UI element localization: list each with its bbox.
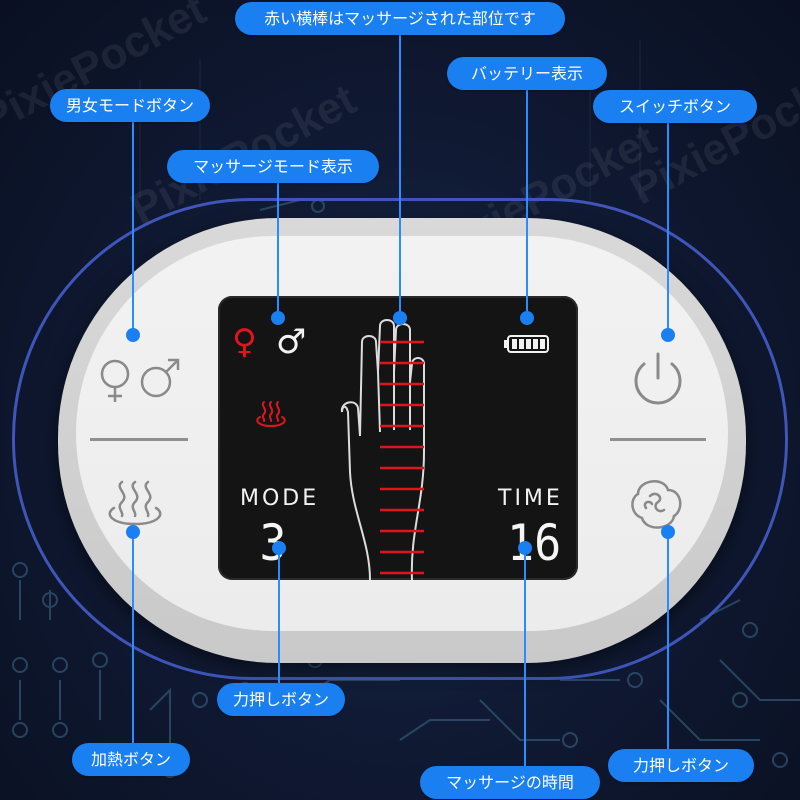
leader-line [526,90,528,318]
callout-strength-button-left: 力押しボタン [217,683,345,716]
right-divider [610,438,706,441]
gender-mode-button[interactable] [96,356,186,406]
female-symbol: ♀ [232,322,257,362]
callout-massage-time: マッサージの時間 [420,766,600,799]
callout-switch-button: スイッチボタン [593,90,757,123]
male-symbol: ♂ [276,322,307,362]
callout-red-bars: 赤い横棒はマッサージされた部位です [235,2,565,35]
power-icon [634,352,682,405]
time-label: TIME [498,486,563,511]
watermark: PixiePocket [0,0,214,145]
pointer-dot [272,541,286,555]
left-divider [90,438,188,441]
callout-strength-button-right: 力押しボタン [608,749,754,782]
heat-button[interactable] [104,478,166,528]
heat-steam-icon [108,480,162,526]
pointer-dot [271,311,285,325]
leader-line [277,182,279,319]
pointer-dot [518,541,532,555]
hand-outline-icon [340,319,425,580]
callout-heat-button: 加熱ボタン [72,743,190,776]
pointer-dot [126,328,140,342]
heat-indicator-icon [256,401,286,428]
callout-battery-display: バッテリー表示 [447,57,607,90]
leader-line [524,548,526,766]
power-switch-button[interactable] [630,350,686,410]
leader-line [399,33,401,318]
leader-line [667,121,669,335]
strength-button[interactable] [628,474,686,532]
lcd-screen: ♀ ♂ [218,296,578,580]
leader-line [278,548,280,684]
pointer-dot [520,311,534,325]
pointer-dot [661,525,675,539]
leader-line [667,532,669,750]
time-value: 16 [507,514,562,572]
mode-label: MODE [240,486,320,511]
leader-line [132,121,134,335]
battery-icon [504,335,549,353]
pointer-dot [126,525,140,539]
swirl-knead-icon [631,480,682,529]
watermark: PixiePocket [622,54,800,215]
pointer-dot [661,328,675,342]
callout-gender-mode-button: 男女モードボタン [50,89,210,122]
gender-icon [100,358,180,402]
pointer-dot [393,311,407,325]
leader-line [132,532,134,745]
callout-massage-mode-display: マッサージモード表示 [167,150,379,183]
red-massage-bars [380,340,424,575]
